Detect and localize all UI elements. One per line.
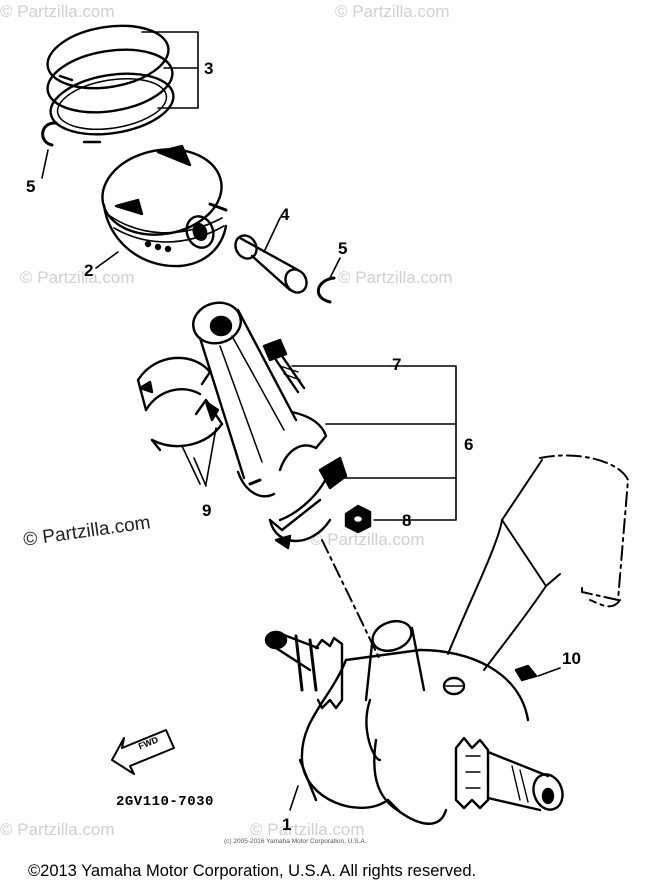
circlip-right <box>317 276 336 304</box>
watermark-top-left: © Partzilla.com <box>0 2 115 21</box>
woodruff-key <box>514 664 538 682</box>
circlip-left <box>41 121 58 147</box>
rod-bolt <box>262 338 306 394</box>
callout-1: 1 <box>282 815 292 834</box>
rod-nut <box>344 504 372 534</box>
callout-4: 4 <box>280 205 290 224</box>
piston <box>101 144 228 268</box>
callout-6: 6 <box>464 435 474 454</box>
callout-5-right: 5 <box>338 239 348 258</box>
watermark-mid-right: © Partzilla.com <box>338 268 453 287</box>
watermark-top-right: © Partzilla.com <box>335 2 450 21</box>
callout-5-left: 5 <box>26 177 36 196</box>
assembly-ghost-outline <box>321 454 629 671</box>
watermark-bottom-right: © Partzilla.com <box>250 820 365 839</box>
rod-cap <box>268 456 348 550</box>
diagram-part-code: 2GV110-7030 <box>116 794 214 810</box>
big-end-bearing-lower <box>150 398 224 452</box>
watermark-mid-left: © Partzilla.com <box>20 268 135 287</box>
fwd-arrow-icon <box>111 729 175 775</box>
big-end-bearing-upper <box>136 356 212 412</box>
fine-print-copyright: (c) 2005-2016 Yamaha Motor Corporation, … <box>224 838 367 845</box>
watermark-center-mid: © Partzilla.com <box>310 530 425 549</box>
piston-pin <box>234 234 308 294</box>
piston-ring-set <box>46 24 175 144</box>
callout-2: 2 <box>84 261 94 280</box>
callout-7: 7 <box>392 355 402 374</box>
leader-lines <box>41 31 561 811</box>
watermark-bottom-left: © Partzilla.com <box>0 820 115 839</box>
callout-3: 3 <box>204 59 214 78</box>
callout-10: 10 <box>562 649 581 668</box>
callout-9: 9 <box>202 501 212 520</box>
connecting-rod <box>192 301 328 498</box>
crankshaft <box>264 619 564 825</box>
copyright-notice: ©2013 Yamaha Motor Corporation, U.S.A. A… <box>28 862 477 880</box>
callout-8: 8 <box>402 511 412 530</box>
